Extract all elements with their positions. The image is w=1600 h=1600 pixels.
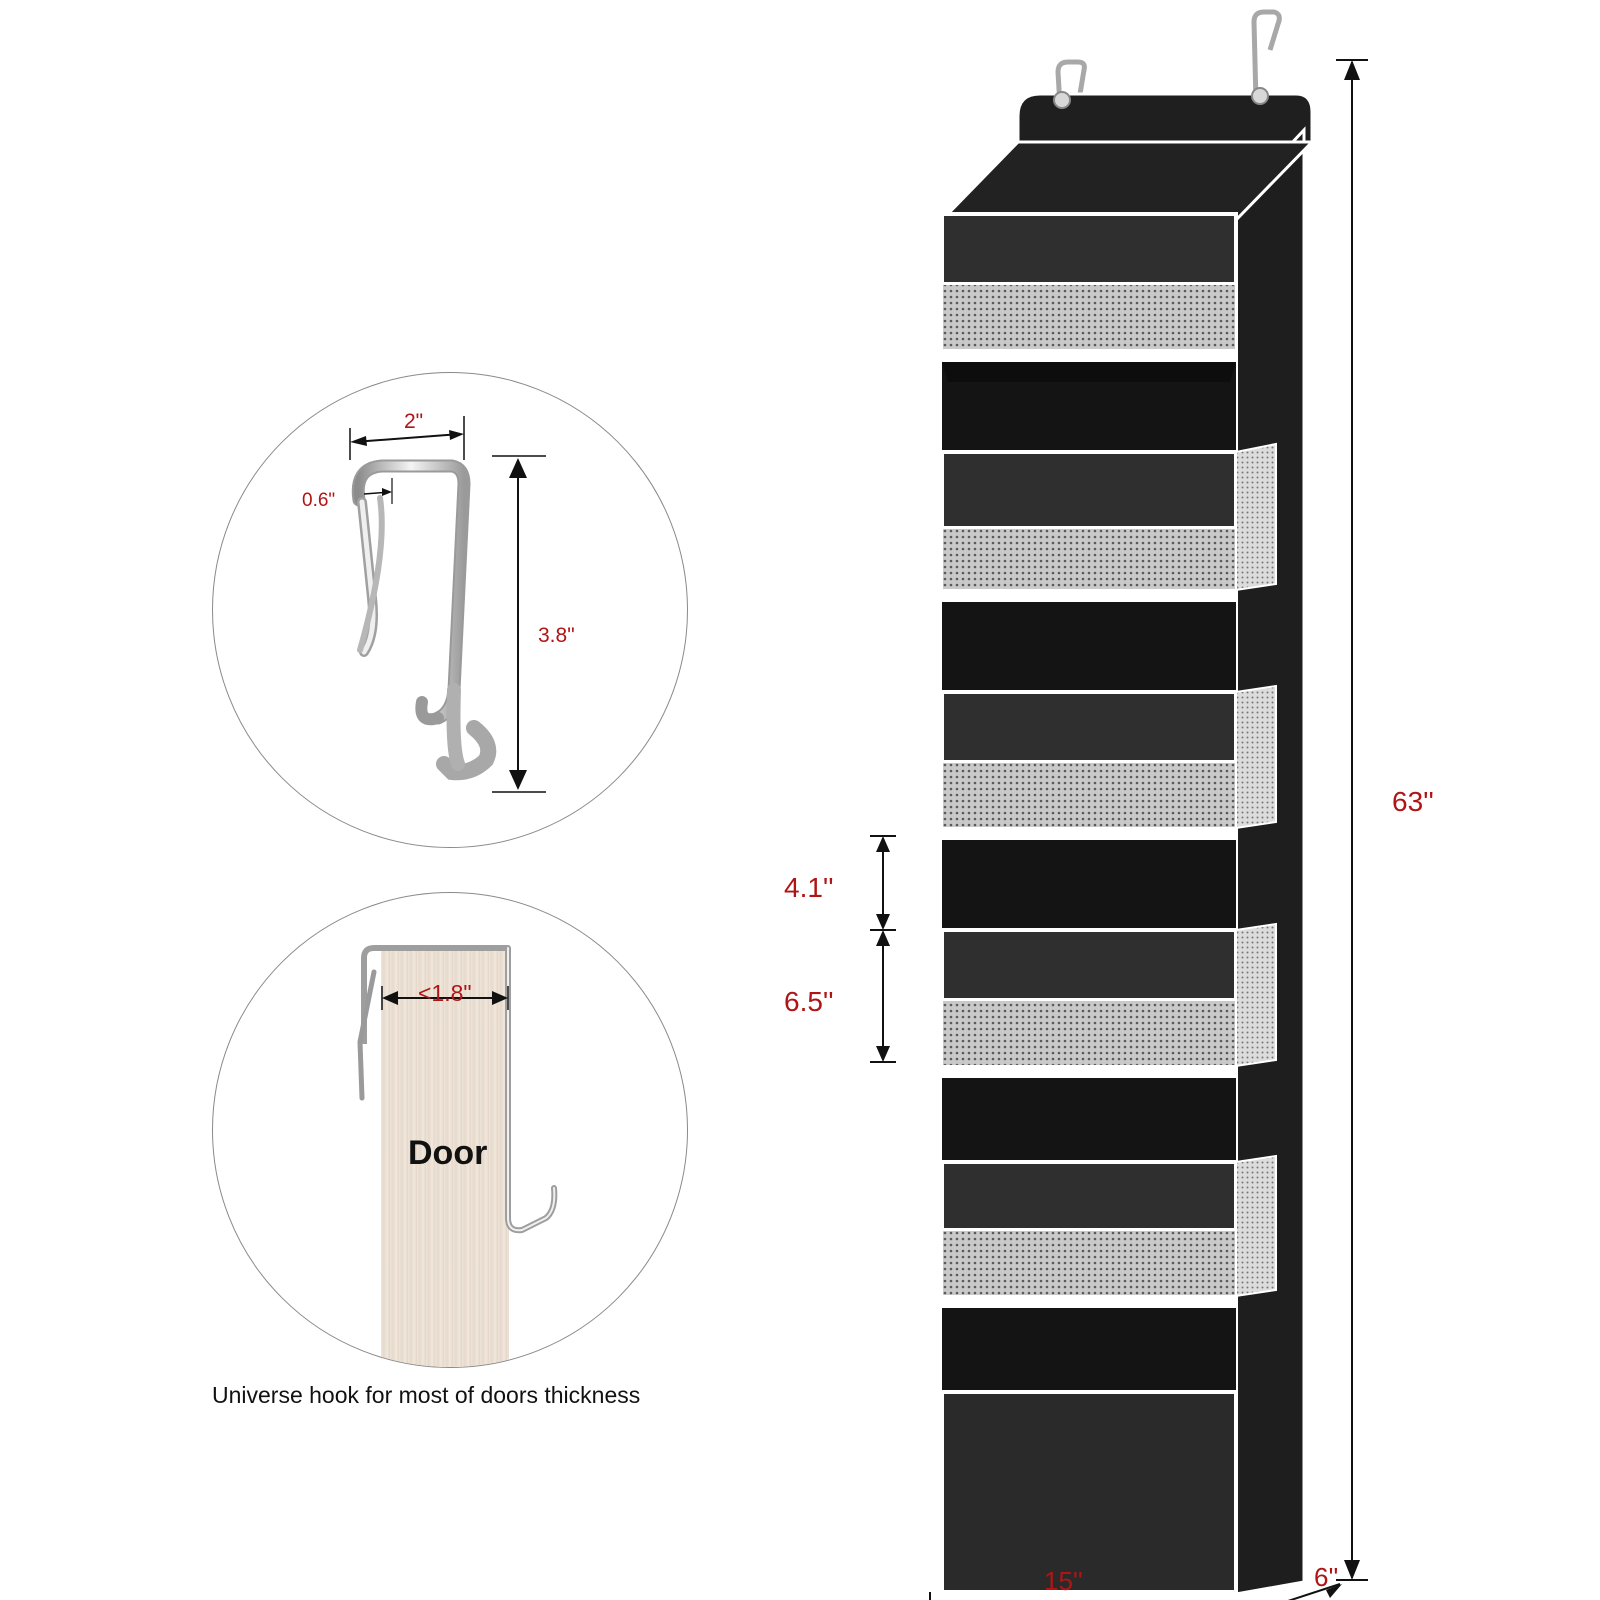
door-label: Door [408, 1134, 488, 1172]
hook-height-label: 3.8" [538, 624, 575, 647]
hook-thickness-label: 0.6" [302, 490, 336, 511]
hook-illustration [349, 416, 546, 793]
hook-width-label: 2" [404, 410, 424, 433]
door-hook-illustration [357, 945, 558, 1234]
door-panel [381, 951, 509, 1367]
door-thickness-label: <1.8" [418, 980, 472, 1006]
door-detail-circle [212, 892, 688, 1368]
organizer-depth-label: 6'' [1314, 1562, 1339, 1592]
organizer-height-label: 63'' [1392, 786, 1434, 817]
organizer-width-label: 15'' [1044, 1566, 1083, 1596]
organizer-small-pocket-label: 4.1'' [784, 872, 834, 903]
door-caption: Universe hook for most of doors thicknes… [212, 1382, 641, 1408]
organizer-large-pocket-label: 6.5'' [784, 986, 834, 1017]
